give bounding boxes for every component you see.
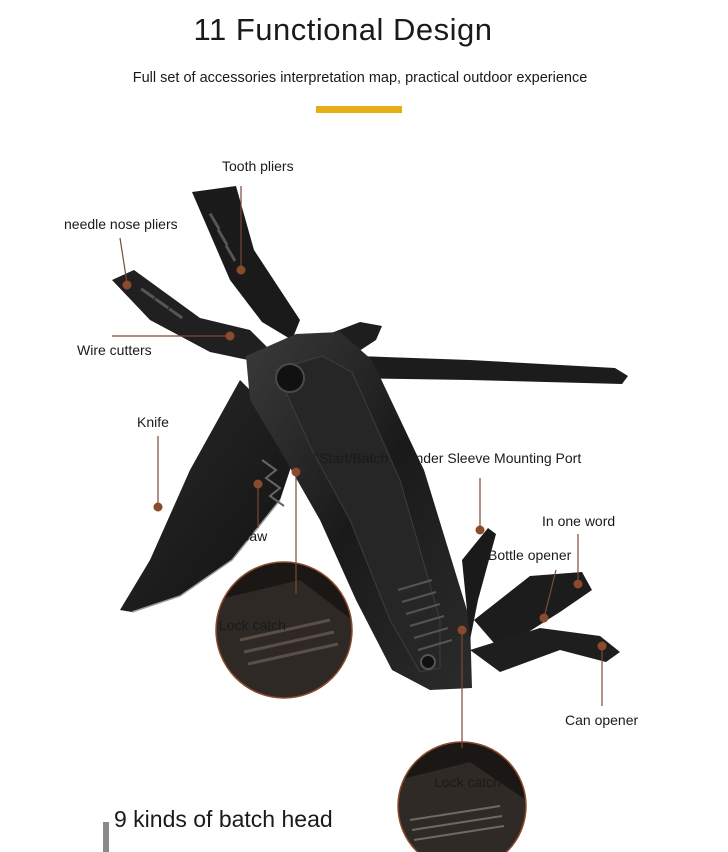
bit-socket — [275, 363, 305, 393]
page-title: 11 Functional Design — [193, 12, 493, 47]
screwdriver-tool — [462, 528, 496, 640]
footer-caption: 9 kinds of batch head — [114, 806, 333, 832]
pivot-screw — [420, 654, 436, 670]
callout-bottle-opener: Bottle opener — [488, 547, 572, 563]
accent-bar — [316, 106, 402, 113]
callout-knife: Knife — [137, 414, 169, 430]
knife-blade — [120, 380, 300, 612]
grip-ridges — [397, 579, 453, 651]
bottle-opener-tool — [474, 572, 592, 650]
callout-needle-nose-pliers: needle nose pliers — [64, 216, 178, 232]
callout-lock-catch-bottom: Lock catch — [434, 774, 501, 790]
callout-lock-catch-left: Lock catch — [219, 617, 286, 633]
handle-inner-panel — [275, 355, 441, 673]
plier-teeth — [140, 212, 237, 320]
callout-tooth-pliers: Tooth pliers — [222, 158, 294, 174]
callout-can-opener: Can opener — [565, 712, 639, 728]
knife-edge — [131, 499, 281, 613]
callout-dots — [122, 265, 607, 651]
saw-serration — [261, 459, 285, 507]
callout-wire-cutters: Wire cutters — [77, 342, 152, 358]
footer-mark — [103, 822, 109, 852]
callout-saw: Saw — [240, 528, 268, 544]
page-subtitle: Full set of accessories interpretation m… — [132, 70, 588, 86]
callout-in-one-word: In one word — [542, 513, 616, 529]
can-opener-tool — [470, 628, 620, 672]
tooth-pliers-jaw — [192, 186, 300, 340]
callout-mounting-port: "Start/Batch Cylinder Sleeve Mounting Po… — [314, 450, 582, 466]
callout-lines — [112, 186, 603, 748]
file-arm — [330, 355, 628, 384]
